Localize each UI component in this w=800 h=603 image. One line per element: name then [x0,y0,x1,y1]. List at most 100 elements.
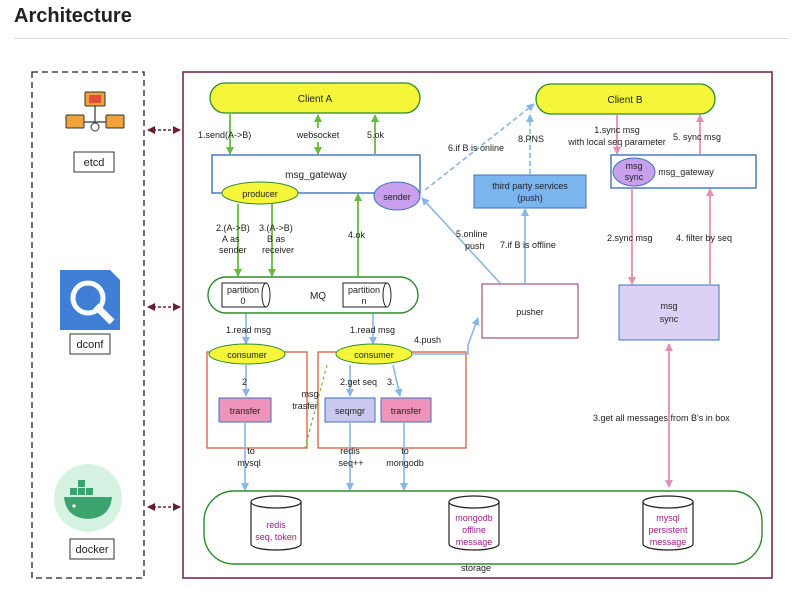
redis-db [250,495,302,551]
label-get-seq: 2.get seq [340,377,377,387]
mongodb-db-label-2: offline [462,525,486,535]
mysql-db-label-2: persistent [648,525,688,535]
msg-gateway-b-label: msg_gateway [658,167,714,177]
label-send: 1.send(A->B) [198,130,251,140]
label-sync-msg-1: 1.sync msg [594,125,640,135]
label-online-push-1: 5.online [456,229,488,239]
label-if-offline: 7.if B is offline [500,240,556,250]
transfer-left [218,397,272,423]
client-a [209,82,421,114]
label-ab-receiver-3: receiver [262,245,294,255]
title-divider [14,38,789,39]
system-boundary [182,71,773,579]
mongodb-db [448,495,500,551]
label-websocket: websocket [296,130,340,140]
msg-sync-small [612,157,656,187]
transfer-right-label: transfer [391,406,422,416]
label-online-push-2: push [465,241,485,251]
label-ok5: 5.ok [367,130,385,140]
etcd-label: etcd [84,157,105,169]
consumer-right-label: consumer [354,350,394,360]
label-to-mongo-1: to [401,446,409,456]
arrow-push [412,317,480,355]
msg-sync-small-label-1: msg [625,161,642,171]
mysql-db [642,495,694,551]
label-ab-receiver-1: 3.(A->B) [259,223,293,233]
third-party-label-2: (push) [517,193,543,203]
seqmgr-box [324,397,376,423]
etcd-label-box [73,151,115,173]
client-a-label: Client A [298,94,333,105]
producer-label: producer [242,189,278,199]
label-sync-msg-2: with local seq parameter [567,137,666,147]
infra-panel [31,71,145,579]
pusher-label: pusher [516,307,544,317]
msg-trasfer-link [304,364,328,449]
consumer-left-label: consumer [227,350,267,360]
label-pns: 8.PNS [518,134,544,144]
label-sync-msg2: 2.sync msg [607,233,653,243]
mq-label: MQ [310,291,326,302]
transfer-left-label: transfer [230,406,261,416]
mongodb-db-label-1: mongodb [455,513,493,523]
label-ab-sender-1: 2.(A->B) [216,223,250,233]
label-read-msg-left: 1.read msg [226,325,271,335]
label-msg-trasfer-2: trasfer [292,401,318,411]
sender-label: sender [383,192,411,202]
partition-0 [221,282,271,308]
label-to-mongo-2: mongodb [386,458,424,468]
network-icon [65,91,125,132]
mongodb-db-label-3: message [456,537,493,547]
label-ok4: 4.ok [348,230,366,240]
label-filter-seq: 4. filter by seq [676,233,732,243]
storage-label: storage [461,563,491,573]
label-redis-seq-1: redis [340,446,360,456]
producer-node [221,181,299,205]
page-title: Architecture [14,5,132,27]
redis-db-label-1: redis [266,520,286,530]
label-ab-receiver-2: B as [267,234,286,244]
label-if-online: 6.if B is online [448,143,504,153]
third-party-label-1: third party services [492,181,568,191]
docker-label-box [69,538,115,560]
label-sync-msg5: 5. sync msg [673,132,721,142]
label-msg-trasfer-1: msg [301,389,318,399]
dconf-label: dconf [77,339,105,351]
mysql-db-label-1: mysql [656,513,680,523]
partition-0-label-2: 0 [240,296,245,306]
sender-node [373,181,421,211]
arrow-online-push [421,197,501,284]
redis-db-label-2: seq, token [255,532,297,542]
msg-sync-box-label-2: sync [660,314,679,324]
transfer-right [380,397,432,423]
label-read-msg-right: 1.read msg [350,325,395,335]
msg-sync-small-label-2: sync [625,172,644,182]
arrow-three [392,364,403,397]
arrow-if-online [424,103,535,191]
dconf-label-box [69,333,111,355]
label-ab-sender-2: A as [222,234,240,244]
partition-n [342,282,392,308]
label-to-mysql-1: to [247,446,255,456]
msg-sync-box [618,284,720,341]
docker-icon [54,464,122,532]
label-ab-sender-3: sender [219,245,247,255]
label-redis-seq-2: seq++ [338,458,363,468]
label-push4: 4.push [414,335,441,345]
docker-label: docker [75,544,108,556]
msg-gateway-a-label: msg_gateway [285,170,347,181]
client-b-label: Client B [607,95,642,106]
label-to-mysql-2: mysql [237,458,261,468]
label-get-all: 3.get all messages from B's in box [593,413,730,423]
mysql-db-label-3: message [650,537,687,547]
partition-n-label-1: partition [348,285,380,295]
seqmgr-label: seqmgr [335,406,365,416]
wrench-icon [60,270,120,330]
third-party-services [473,174,587,209]
label-two: 2 [242,377,247,387]
client-b [535,83,716,115]
consumer-left [208,343,286,365]
partition-n-label-2: n [361,296,366,306]
label-three: 3. [387,377,395,387]
